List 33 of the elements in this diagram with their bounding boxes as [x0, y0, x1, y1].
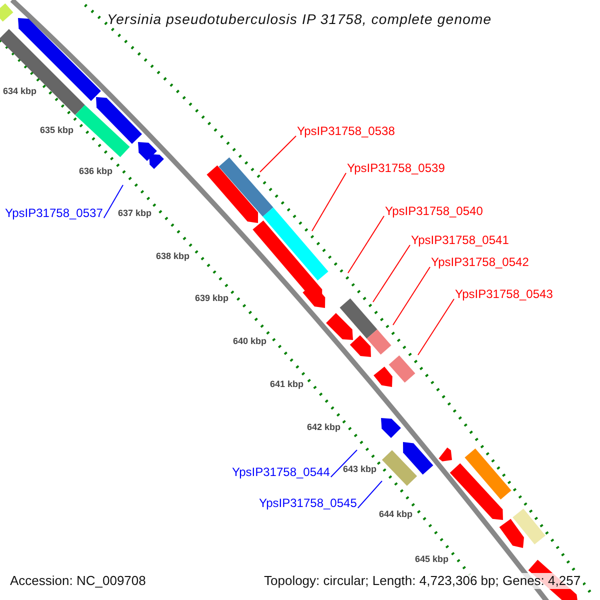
- leader-line: [312, 172, 346, 232]
- gene-label: YpsIP31758_0542: [431, 255, 529, 269]
- gene-label: YpsIP31758_0540: [385, 204, 483, 218]
- gene-label: YpsIP31758_0539: [347, 161, 445, 175]
- position-label: 640 kbp: [233, 336, 267, 347]
- footer-text: Topology: circular; Length: 4,723,306 bp; Genes: 4,257: [262, 573, 583, 589]
- footer-text: Accession: NC_009708: [8, 573, 148, 589]
- leader-line: [392, 266, 430, 326]
- position-label: 645 kbp: [415, 554, 449, 565]
- position-label: 635 kbp: [40, 125, 74, 136]
- position-label: 639 kbp: [195, 293, 229, 304]
- gene-label: YpsIP31758_0537: [5, 206, 103, 220]
- leader-line: [103, 184, 124, 218]
- title: Yersinia pseudotuberculosis IP 31758, complete genome: [107, 10, 492, 29]
- position-label: 643 kbp: [343, 464, 377, 475]
- position-label: 636 kbp: [79, 166, 113, 177]
- position-label: 644 kbp: [379, 509, 413, 520]
- position-label: 637 kbp: [118, 208, 152, 219]
- gene-label: YpsIP31758_0541: [411, 233, 509, 247]
- position-label: 634 kbp: [3, 86, 37, 97]
- position-label: 642 kbp: [307, 422, 341, 433]
- leader-line: [418, 298, 454, 356]
- gene-label: YpsIP31758_0544: [232, 465, 330, 479]
- position-label: 641 kbp: [270, 379, 304, 390]
- position-label: 638 kbp: [156, 251, 190, 262]
- leader-line: [357, 480, 382, 508]
- leader-line: [260, 136, 296, 172]
- gene-label: YpsIP31758_0538: [297, 124, 395, 138]
- leader-line: [372, 244, 410, 302]
- leader-line: [348, 216, 384, 274]
- leader-line: [330, 450, 358, 478]
- gene-label: YpsIP31758_0543: [455, 287, 553, 301]
- gene-label: YpsIP31758_0545: [259, 496, 357, 510]
